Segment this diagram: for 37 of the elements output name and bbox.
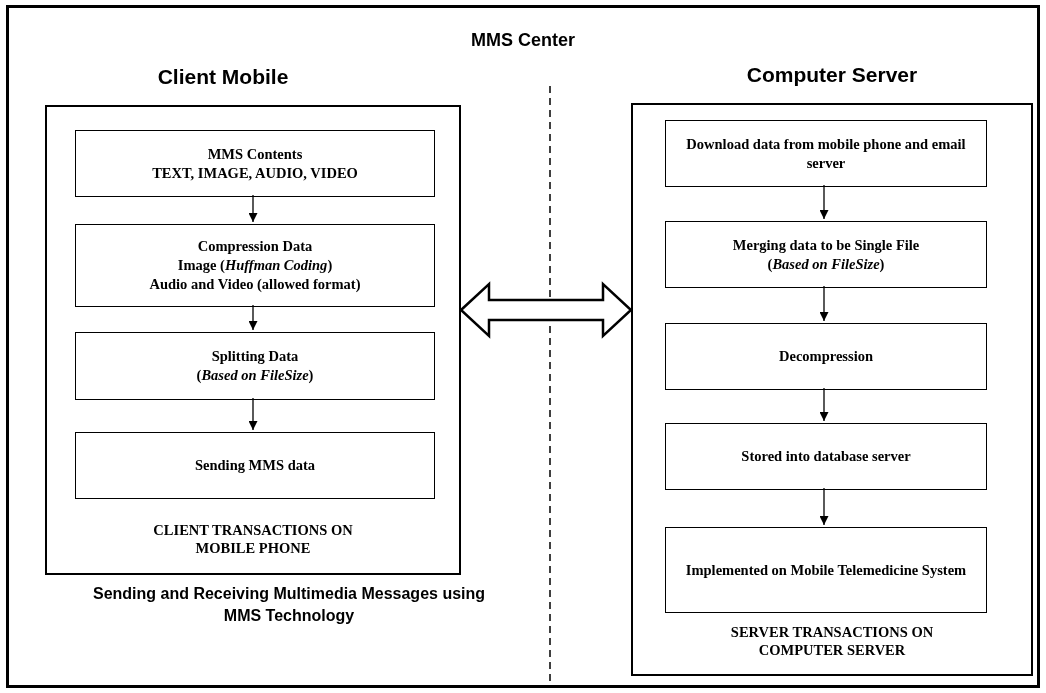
arrow bbox=[819, 487, 829, 526]
note-text: Sending and Receiving Multimedia Messages using MMS Technology bbox=[91, 584, 487, 626]
panel-heading: Computer Server bbox=[745, 63, 919, 88]
box-text: Audio and Video (allowed format) bbox=[149, 274, 361, 294]
box-text: Stored into database server bbox=[741, 447, 911, 466]
box-text: TEXT, IMAGE, AUDIO, VIDEO bbox=[152, 163, 358, 183]
process-box bbox=[665, 221, 987, 288]
box-text: Compression Data bbox=[197, 237, 313, 257]
box-text: (Based on FileSize) bbox=[767, 254, 885, 274]
diagram-title: MMS Center bbox=[471, 30, 575, 50]
panel-caption: SERVER TRANSACTIONS ON COMPUTER SERVER bbox=[729, 623, 935, 660]
panel-caption: CLIENT TRANSACTIONS ON MOBILE PHONE bbox=[152, 521, 354, 558]
box-text: Decompression bbox=[779, 347, 873, 366]
box-text: Merging data to be Single File bbox=[732, 235, 920, 255]
box-text: MMS Contents bbox=[207, 144, 303, 164]
arrow bbox=[248, 304, 258, 331]
process-box bbox=[665, 423, 987, 490]
arrow bbox=[819, 387, 829, 422]
process-box bbox=[75, 432, 435, 499]
process-box bbox=[665, 120, 987, 187]
box-text: Splitting Data bbox=[211, 347, 299, 366]
process-box bbox=[75, 130, 435, 197]
process-box bbox=[75, 332, 435, 400]
double-arrow bbox=[459, 281, 633, 339]
box-text: Sending MMS data bbox=[194, 456, 316, 475]
arrow bbox=[819, 184, 829, 220]
process-box bbox=[665, 323, 987, 390]
arrow bbox=[248, 194, 258, 223]
box-text: Implemented on Mobile Telemedicine System bbox=[685, 560, 967, 580]
panel-heading: Client Mobile bbox=[156, 65, 290, 90]
box-text: (Based on FileSize) bbox=[196, 366, 314, 385]
box-text: Image (Huffman Coding) bbox=[177, 256, 333, 275]
box-text: Download data from mobile phone and email server bbox=[685, 134, 967, 173]
process-box bbox=[665, 527, 987, 613]
arrow bbox=[248, 397, 258, 431]
arrow bbox=[819, 285, 829, 322]
process-box bbox=[75, 224, 435, 307]
